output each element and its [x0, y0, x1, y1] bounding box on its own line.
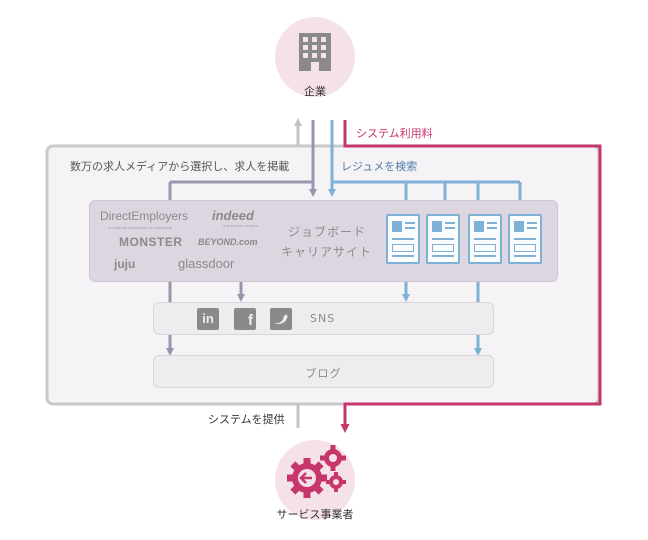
- system-usage-label: システム利用料: [356, 127, 433, 140]
- gears-icon: [287, 445, 346, 498]
- resume-icon: [508, 214, 542, 264]
- logo-directemployers: DirectEmployers: [100, 209, 189, 223]
- logo-glassdoor: glassdoor: [178, 256, 235, 271]
- post-jobs-label: 数万の求人メディアから選択し、求人を掲載: [70, 160, 290, 173]
- job-board-title-2: キャリアサイト: [281, 245, 373, 259]
- building-icon: [299, 33, 331, 71]
- logo-monster: MONSTER: [119, 235, 183, 249]
- linkedin-icon: in: [197, 308, 219, 330]
- company-node: 企業: [275, 17, 355, 98]
- system-provide-label: システムを提供: [208, 413, 285, 426]
- logo-beyond: BEYOND.com: [198, 237, 258, 247]
- provider-node: サービス事業者: [275, 440, 355, 521]
- logo-indeed: indeed: [212, 208, 254, 223]
- company-label: 企業: [304, 85, 326, 98]
- blog-box: ブログ: [153, 355, 494, 388]
- twitter-icon: [270, 308, 292, 330]
- blog-label: ブログ: [305, 367, 342, 380]
- resume-icon: [426, 214, 460, 264]
- sns-box: in f SNS: [153, 302, 494, 335]
- logo-directemployers-sub: a nonprofit association of employers: [108, 225, 173, 230]
- provider-label: サービス事業者: [276, 508, 354, 521]
- resume-search-label: レジュメを検索: [341, 160, 418, 173]
- facebook-icon: f: [234, 308, 256, 330]
- job-board-box: DirectEmployers a nonprofit association …: [89, 200, 558, 282]
- job-board-title-1: ジョブボード: [288, 225, 367, 239]
- resume-icon: [386, 214, 420, 264]
- logo-indeed-sub: one search. all jobs.: [223, 223, 259, 228]
- resume-icon: [468, 214, 502, 264]
- logo-juju: juju: [114, 257, 136, 271]
- sns-label: SNS: [310, 312, 336, 325]
- system-usage-line: [340, 120, 602, 433]
